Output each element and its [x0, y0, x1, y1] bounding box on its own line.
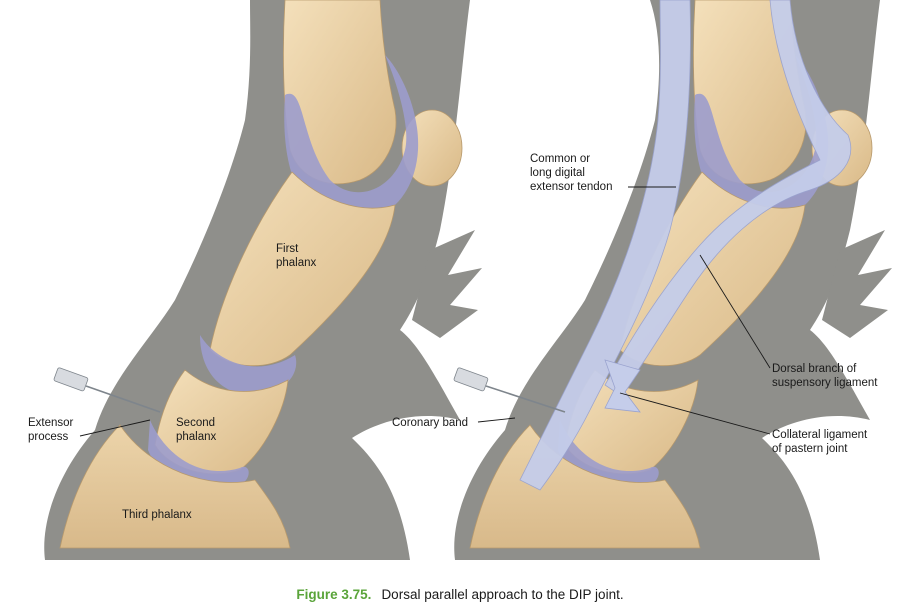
right-third-phalanx-hoof [469, 424, 701, 549]
left-needle [53, 367, 161, 413]
svg-text:phalanx: phalanx [276, 257, 317, 269]
caption-text: Dorsal parallel approach to the DIP join… [381, 587, 624, 602]
svg-text:phalanx: phalanx [176, 431, 217, 443]
leader-dorsal-branch [699, 254, 771, 369]
right-fetlock-joint-cartilage [694, 55, 829, 222]
label-collateral-ligament: Collateral ligament of pastern joint [619, 392, 868, 455]
svg-text:suspensory ligament: suspensory ligament [772, 377, 878, 389]
svg-text:Common or: Common or [530, 153, 590, 165]
label-coronary-band: Coronary band [392, 417, 516, 429]
hoof-anatomy-figure: First phalanx Second phalanx Third phala… [28, 0, 892, 560]
leader-collateral-ligament [619, 392, 771, 435]
left-cannon-bone [283, 0, 397, 185]
right-needle [453, 367, 566, 413]
label-first-phalanx: First phalanx [276, 243, 317, 269]
right-collateral-ligament [604, 359, 641, 413]
label-dorsal-branch: Dorsal branch of suspensory ligament [699, 254, 878, 389]
svg-text:extensor tendon: extensor tendon [530, 181, 612, 193]
left-limb-illustration [44, 0, 482, 560]
svg-text:of pastern joint: of pastern joint [772, 443, 848, 455]
svg-text:process: process [28, 431, 69, 443]
leader-coronary-band [477, 417, 516, 423]
right-limb-illustration [453, 0, 892, 560]
right-extensor-tendon [519, 0, 691, 491]
left-fetlock-joint-cartilage [284, 55, 419, 222]
svg-text:Dorsal branch of: Dorsal branch of [772, 363, 857, 375]
left-fetlock-hair [412, 230, 482, 338]
svg-text:Second: Second [176, 417, 215, 429]
svg-text:First: First [276, 243, 299, 255]
figure-number: Figure 3.75. [296, 587, 372, 602]
left-third-phalanx-hoof [59, 424, 291, 549]
label-second-phalanx: Second phalanx [176, 417, 217, 443]
svg-text:long digital: long digital [530, 167, 585, 179]
left-pastern-joint-cartilage [200, 335, 297, 396]
leader-extensor-process [79, 419, 151, 437]
label-common-extensor-tendon: Common or long digital extensor tendon [530, 153, 676, 193]
label-third-phalanx: Third phalanx [122, 509, 192, 521]
left-first-phalanx-bone [209, 171, 396, 367]
svg-text:Coronary band: Coronary band [392, 417, 468, 429]
svg-text:Collateral ligament: Collateral ligament [772, 429, 868, 441]
figure-caption: Figure 3.75. Dorsal parallel approach to … [0, 587, 920, 602]
svg-text:Extensor: Extensor [28, 417, 74, 429]
right-fetlock-hair [822, 230, 892, 338]
label-extensor-process: Extensor process [28, 417, 151, 443]
svg-text:Third phalanx: Third phalanx [122, 509, 192, 521]
